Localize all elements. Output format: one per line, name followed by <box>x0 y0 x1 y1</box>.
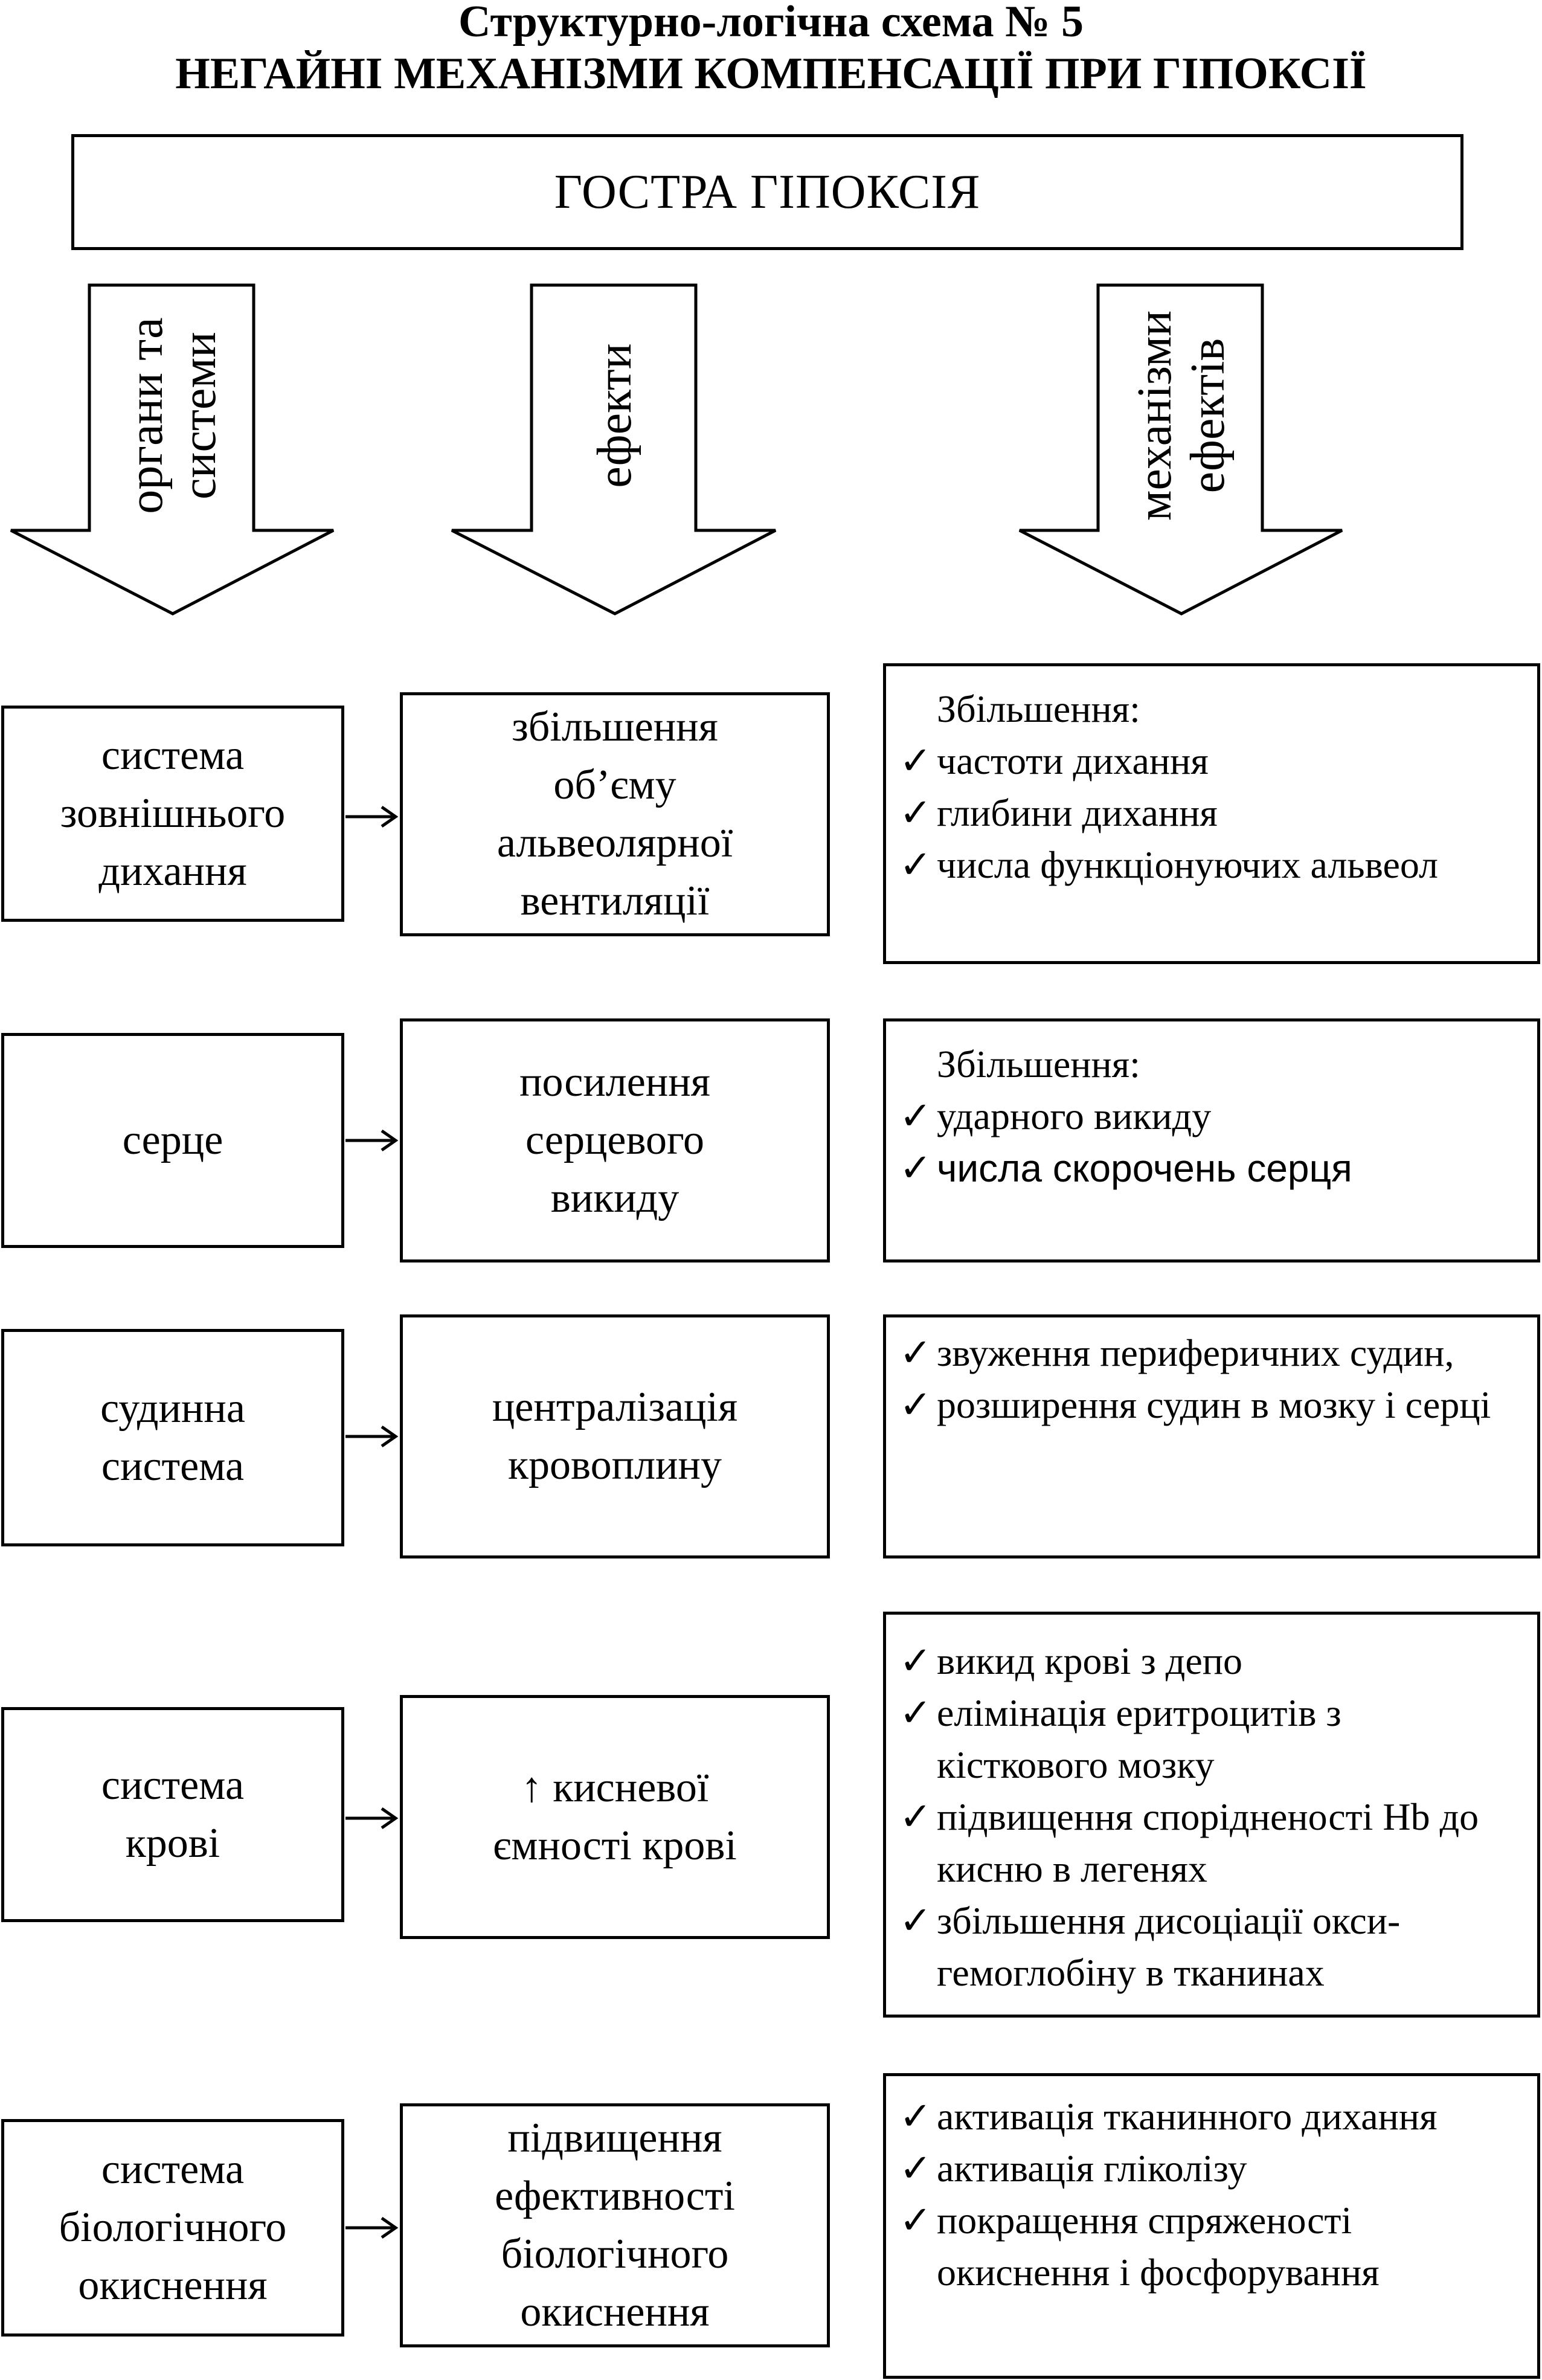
check-icon: ✓ <box>899 791 932 834</box>
mechanism-item: ✓ударного викиду <box>899 1090 1519 1142</box>
mechanism-box-vascular: ✓звуження периферичних судин, ✓розширенн… <box>883 1314 1540 1558</box>
effect-line: ємності крові <box>493 1822 737 1869</box>
row1-arrow-icon <box>345 805 399 828</box>
effect-line: окиснення <box>520 2289 710 2335</box>
system-line: крові <box>125 1820 220 1867</box>
row2-arrow-icon <box>345 1129 399 1152</box>
mechanism-item: ✓збільшення дисоціації окси-гемоглобіну … <box>899 1895 1519 1999</box>
system-line: система <box>101 2146 245 2193</box>
effect-box-oxidation-efficiency: підвищення ефективності біологічного оки… <box>400 2103 830 2347</box>
effect-line: серцевого <box>525 1117 705 1163</box>
mechanism-header: Збільшення: <box>937 1043 1140 1085</box>
mechanism-item: ✓глибини дихання <box>899 787 1519 839</box>
mechanism-item: ✓числа скорочень серця <box>899 1142 1519 1195</box>
mechanism-item: ✓звуження периферичних судин, <box>899 1327 1519 1379</box>
organs-label-line1: органи та <box>120 317 173 514</box>
mechanism-box-blood: ✓викид крові з депо ✓елімінація еритроци… <box>883 1612 1540 2018</box>
mechanism-box-bio-oxidation: ✓активація тканинного дихання ✓активація… <box>883 2073 1540 2379</box>
check-icon: ✓ <box>899 2199 932 2242</box>
scheme-number-title: Структурно-логічна схема № 5 <box>458 0 1084 47</box>
check-icon: ✓ <box>899 1331 932 1374</box>
system-box-respiration: система зовнішнього дихання <box>1 706 344 922</box>
mechanisms-arrow-label: механізми ефектів <box>1128 265 1235 567</box>
mechanism-box-heart: Збільшення: ✓ударного викиду ✓числа скор… <box>883 1018 1540 1262</box>
mechanism-item: ✓елімінація еритроцитів з кісткового моз… <box>899 1687 1519 1791</box>
mechanisms-down-arrow-icon <box>1018 283 1343 616</box>
system-box-vascular: судинна система <box>1 1329 344 1546</box>
effect-line: альвеолярної <box>496 820 733 866</box>
organs-down-arrow-icon <box>10 283 335 616</box>
check-icon: ✓ <box>899 1147 932 1189</box>
scheme-main-title: НЕГАЙНІ МЕХАНІЗМИ КОМПЕНСАЦІЇ ПРИ ГІПОКС… <box>175 49 1367 98</box>
row3-arrow-icon <box>345 1425 399 1448</box>
mechanism-item: ✓покращення спряженості окиснення і фосф… <box>899 2195 1519 2298</box>
effect-box-oxygen-capacity: ↑ кисневої ємності крові <box>400 1695 830 1939</box>
mechanism-item: ✓частоти дихання <box>899 735 1519 787</box>
effect-line: посилення <box>519 1059 710 1105</box>
mechanism-item: ✓активація тканинного дихання <box>899 2091 1519 2143</box>
organs-label-line2: системи <box>173 332 226 500</box>
acute-hypoxia-label: ГОСТРА ГІПОКСІЯ <box>554 165 981 219</box>
acute-hypoxia-box: ГОСТРА ГІПОКСІЯ <box>71 134 1463 250</box>
mechanism-item: ✓викид крові з депо <box>899 1635 1519 1687</box>
check-icon: ✓ <box>899 739 932 782</box>
system-box-blood: система крові <box>1 1707 344 1922</box>
mechanism-item: ✓числа функціонуючих альвеол <box>899 839 1519 891</box>
check-icon: ✓ <box>899 1095 932 1137</box>
system-line: біологічного <box>59 2204 287 2251</box>
check-icon: ✓ <box>899 1639 932 1682</box>
effect-box-ventilation: збільшення об’єму альвеолярної вентиляці… <box>400 692 830 936</box>
system-line: зовнішнього <box>60 790 286 837</box>
mechanism-item: ✓активація гліколізу <box>899 2143 1519 2195</box>
mechanism-item: ✓підвищення спорідненості Hb до кисню в … <box>899 1791 1519 1895</box>
effect-line: збільшення <box>512 704 718 750</box>
organs-arrow-label: органи та системи <box>120 265 226 567</box>
effect-line: підвищення <box>507 2115 722 2161</box>
check-icon: ✓ <box>899 1691 932 1734</box>
check-icon: ✓ <box>899 2095 932 2138</box>
system-line: окиснення <box>78 2262 268 2309</box>
effects-label-line1: ефекти <box>588 343 641 488</box>
check-icon: ✓ <box>899 843 932 886</box>
system-box-heart: серце <box>1 1033 344 1248</box>
system-line: дихання <box>98 848 247 895</box>
effects-down-arrow-icon <box>451 283 777 616</box>
effect-line: викиду <box>550 1175 679 1221</box>
system-line: серце <box>122 1117 223 1163</box>
check-icon: ✓ <box>899 1383 932 1426</box>
mechanisms-label-line1: механізми <box>1128 310 1181 521</box>
effects-arrow-label: ефекти <box>588 265 641 567</box>
effect-line: біологічного <box>501 2231 729 2277</box>
effect-line: ефективності <box>495 2173 735 2219</box>
system-line: система <box>101 1443 245 1490</box>
effect-line: кровоплину <box>508 1442 722 1488</box>
check-icon: ✓ <box>899 2147 932 2190</box>
system-line: система <box>101 732 245 779</box>
effect-line: об’єму <box>553 762 676 808</box>
effect-box-centralization: централізація кровоплину <box>400 1314 830 1558</box>
check-icon: ✓ <box>899 1795 932 1838</box>
mechanism-item: ✓розширення судин в мозку і серці <box>899 1379 1519 1431</box>
check-icon: ✓ <box>899 1899 932 1942</box>
system-line: система <box>101 1762 245 1809</box>
effect-line: ↑ кисневої <box>521 1764 709 1811</box>
mechanism-header: Збільшення: <box>937 687 1140 730</box>
effect-line: централізація <box>492 1384 738 1430</box>
row4-arrow-icon <box>345 1807 399 1830</box>
mechanisms-label-line2: ефектів <box>1181 338 1235 494</box>
effect-line: вентиляції <box>520 878 710 924</box>
row5-arrow-icon <box>345 2216 399 2239</box>
effect-box-cardiac-output: посилення серцевого викиду <box>400 1018 830 1262</box>
mechanism-box-respiration: Збільшення: ✓частоти дихання ✓глибини ди… <box>883 663 1540 964</box>
system-line: судинна <box>100 1385 245 1432</box>
system-box-bio-oxidation: система біологічного окиснення <box>1 2119 344 2337</box>
